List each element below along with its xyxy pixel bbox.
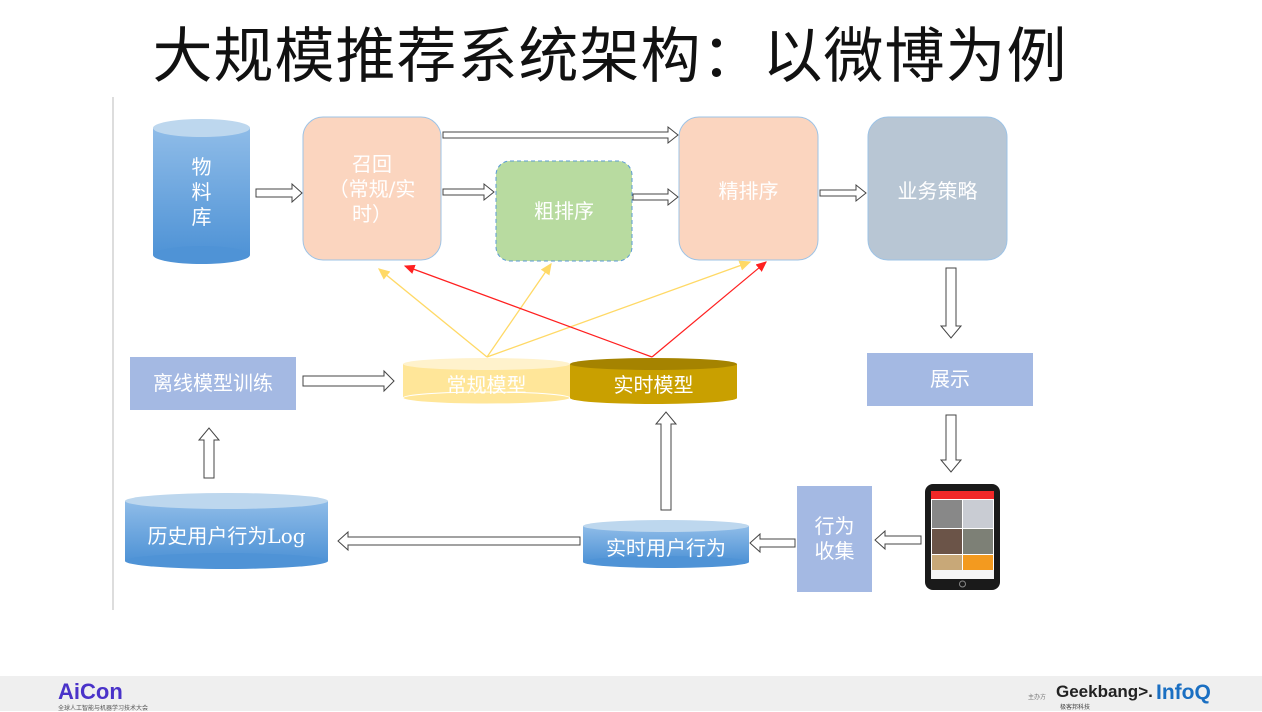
material-label: 物 料 库 <box>191 155 212 229</box>
footer-bar: AiCon 全球人工智能与机器学习技术大会 主办方 Geekbang>. 极客邦… <box>0 676 1262 712</box>
realtime-to-recall-line <box>403 264 653 358</box>
history-log-label: 历史用户行为Log <box>147 523 306 548</box>
arrow-coarse-fine <box>632 187 679 207</box>
arrow-recall-fine <box>442 125 679 145</box>
regular-to-fine-line <box>486 260 752 358</box>
infoq-logo: InfoQ <box>1156 681 1211 704</box>
collect-label: 行为 收集 <box>814 514 855 563</box>
arrow-fine-business <box>819 183 867 203</box>
geekbang-subtitle: 极客邦科技 <box>1060 704 1091 711</box>
realtime-to-fine-line <box>651 261 767 358</box>
recall-label: 召回 （常规/实 时） <box>328 152 416 226</box>
regular-model-label: 常规模型 <box>446 372 527 397</box>
regular-to-recall-line <box>377 268 488 358</box>
recall-box <box>302 116 442 261</box>
arrow-realtime-up <box>654 411 678 511</box>
business-label: 业务策略 <box>897 179 978 203</box>
arrow-display-phone <box>939 414 963 473</box>
arrow-phone-collect <box>874 529 922 551</box>
fine-rank-box <box>678 116 819 261</box>
slide-title: 大规模推荐系统架构：以微博为例 <box>152 22 1068 92</box>
coarse-rank-box <box>495 160 633 262</box>
arrow-material-recall <box>255 182 303 204</box>
display-box <box>867 353 1033 406</box>
arrow-realtime-history <box>337 530 581 552</box>
arrow-collect-realtime <box>749 532 796 554</box>
collect-box <box>797 486 872 592</box>
material-cylinder <box>153 119 250 264</box>
coarse-rank-label: 粗排序 <box>534 198 594 223</box>
realtime-model-cylinder <box>570 358 737 404</box>
geekbang-logo: Geekbang>. <box>1056 682 1153 701</box>
regular-model-cylinder <box>402 358 571 405</box>
display-label: 展示 <box>930 367 970 391</box>
phone-image <box>925 484 1000 590</box>
regular-to-coarse-line <box>486 262 552 358</box>
realtime-model-label: 实时模型 <box>613 372 694 397</box>
arrow-business-display <box>939 267 963 339</box>
realtime-behavior-cylinder <box>583 520 749 568</box>
host-label: 主办方 <box>1028 694 1047 701</box>
arrow-offline-models <box>302 369 395 393</box>
offline-training-box <box>130 357 296 410</box>
realtime-behavior-label: 实时用户行为 <box>606 535 726 560</box>
offline-training-label: 离线模型训练 <box>153 371 273 395</box>
fine-rank-label: 精排序 <box>718 179 779 203</box>
arrow-recall-coarse <box>442 182 495 202</box>
arrow-history-offline <box>197 427 221 479</box>
aicon-logo: AiCon <box>58 679 123 704</box>
aicon-subtitle: 全球人工智能与机器学习技术大会 <box>58 705 149 712</box>
business-box <box>867 116 1008 261</box>
history-log-cylinder <box>125 493 328 569</box>
